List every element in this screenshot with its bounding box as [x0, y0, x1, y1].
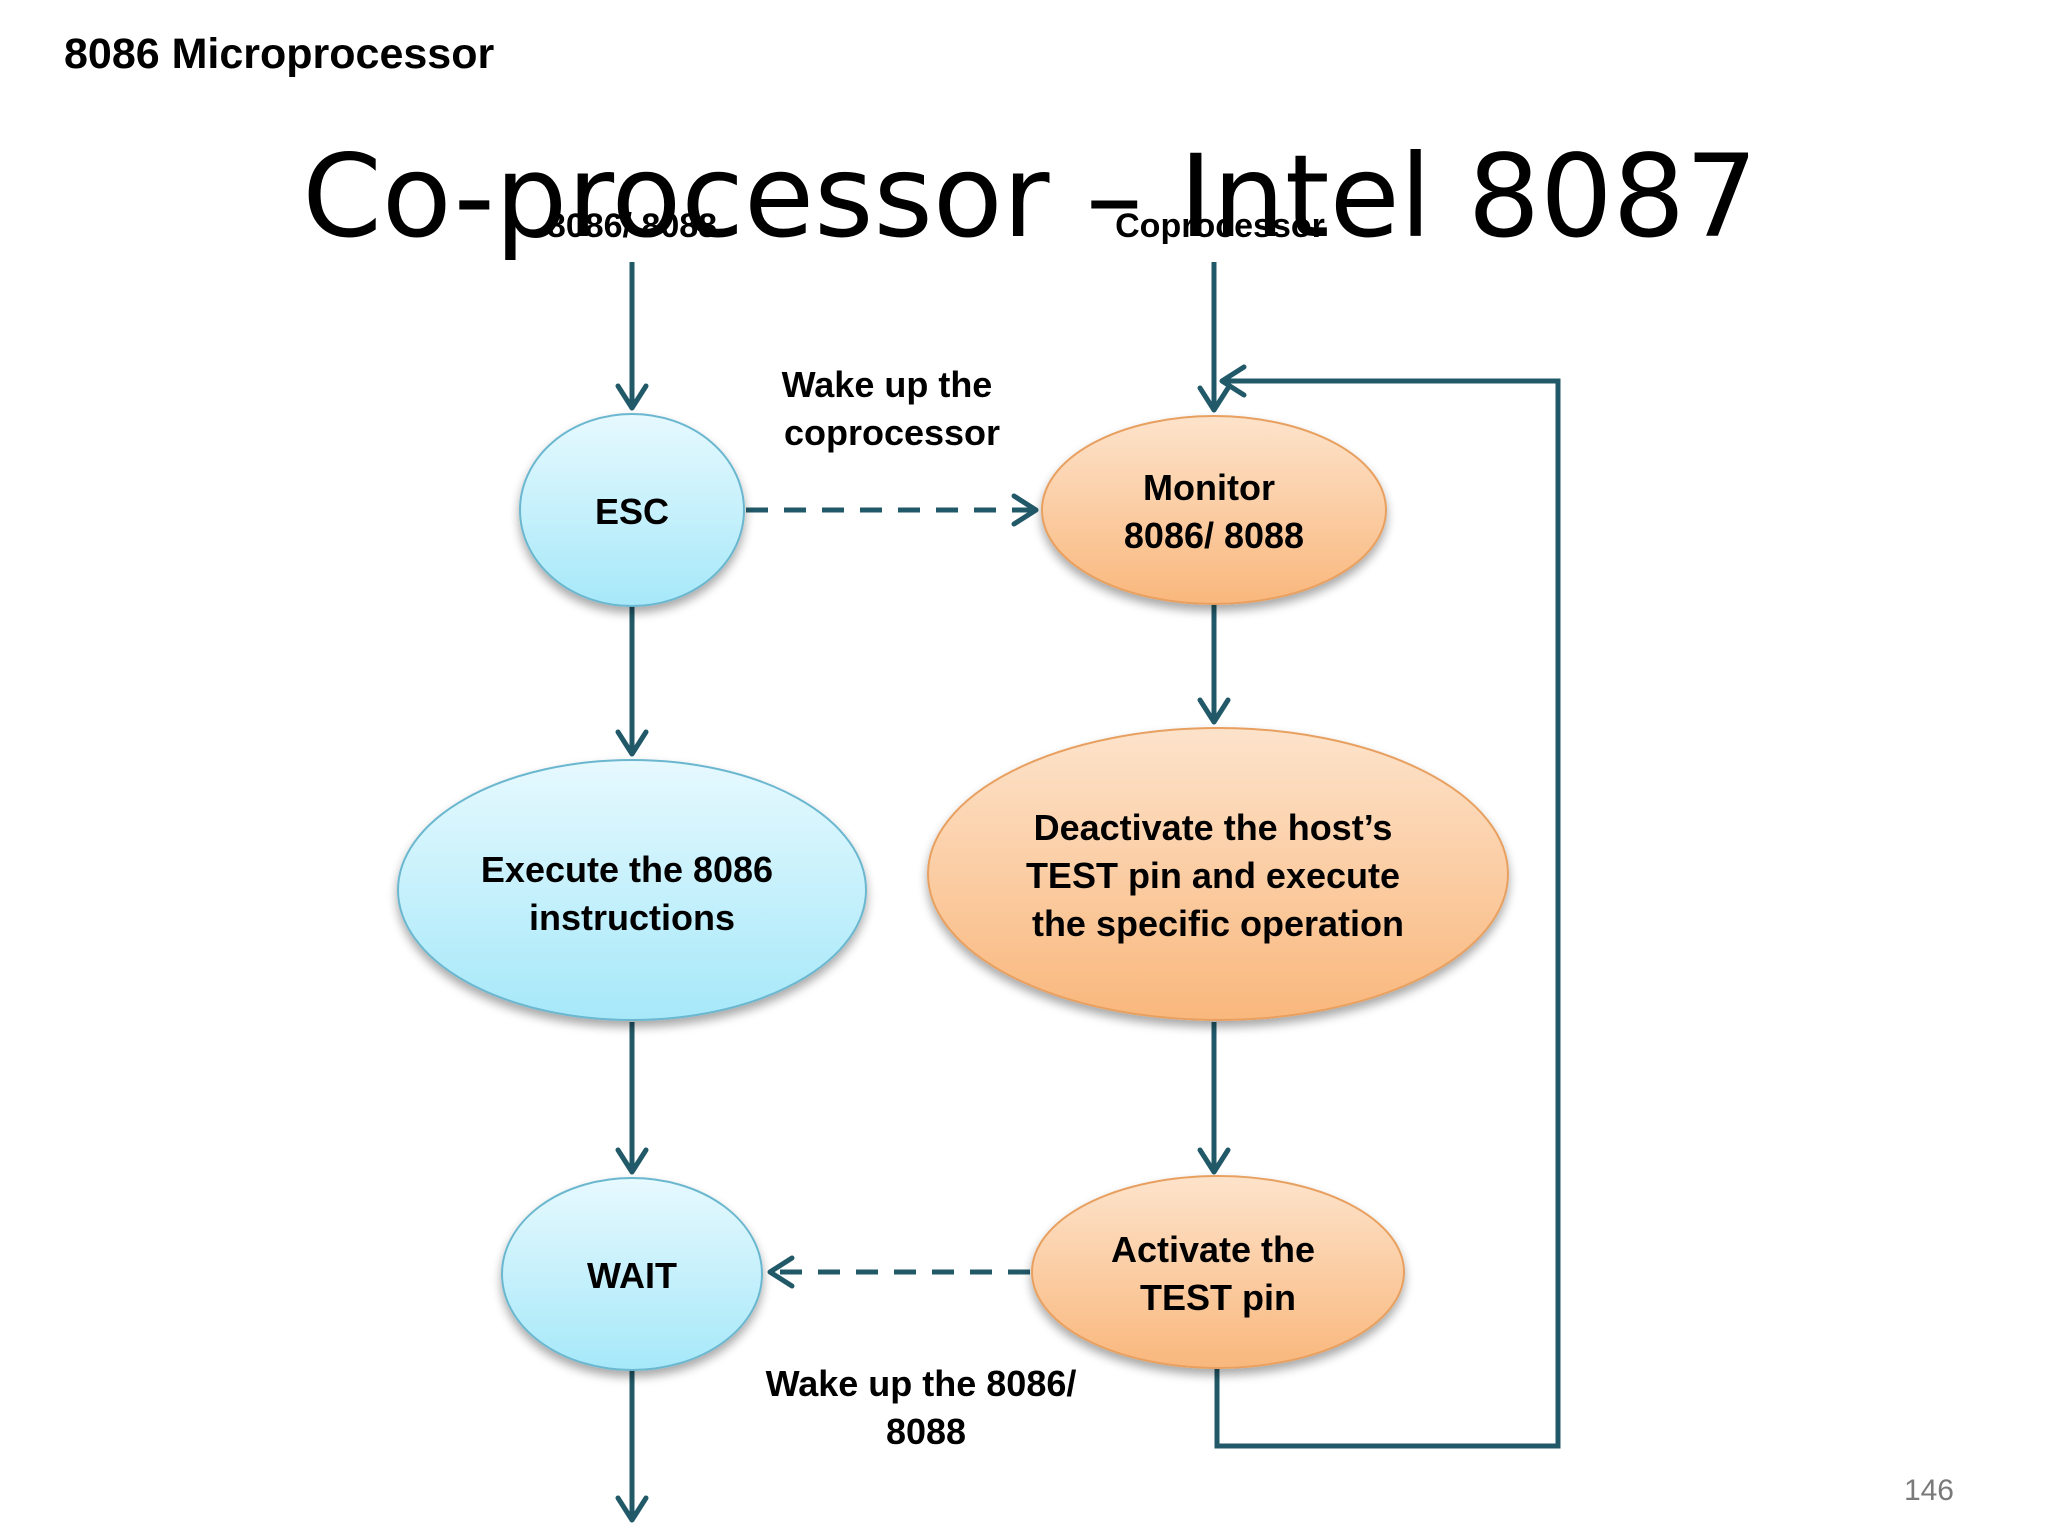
- coprocessor-flow-lines: [1197, 262, 1561, 1449]
- deactivate-to-activate-arrowhead: [1197, 1147, 1231, 1175]
- node-deactivate-label: Deactivate the host’s TEST pin and execu…: [1026, 807, 1410, 944]
- esc-to-monitor-arrowhead: [1011, 493, 1039, 527]
- activate-to-wait-arrowhead: [767, 1255, 795, 1289]
- edge-label-wake-host: Wake up the 8086/ 8088: [766, 1363, 1087, 1452]
- node-execute: [397, 759, 867, 1021]
- node-deactivate: [927, 727, 1509, 1021]
- host-exit-arrowhead: [615, 1495, 649, 1523]
- edge-label-wake-coprocessor: Wake up the coprocessor: [782, 364, 1003, 453]
- cross-links: [746, 493, 1039, 1289]
- coprocessor-entry-arrowhead: [1197, 385, 1231, 413]
- column-label-coprocessor: Coprocessor: [1115, 207, 1325, 245]
- node-esc-label: ESC: [595, 491, 669, 532]
- node-wait: [501, 1177, 763, 1371]
- node-monitor-label: Monitor 8086/ 8088: [1124, 467, 1304, 556]
- node-monitor: [1041, 415, 1387, 605]
- execute-to-wait-arrowhead: [615, 1147, 649, 1175]
- node-esc: [519, 413, 745, 607]
- host-flow-lines: [615, 262, 649, 1523]
- course-header: 8086 Microprocessor: [64, 30, 494, 78]
- loop-back-line: [1214, 378, 1561, 1449]
- node-activate-label: Activate the TEST pin: [1111, 1229, 1325, 1318]
- node-execute-label: Execute the 8086 instructions: [481, 849, 783, 938]
- page-number: 146: [1904, 1474, 1954, 1507]
- node-activate: [1031, 1175, 1405, 1369]
- esc-to-execute-arrowhead: [615, 729, 649, 757]
- column-label-host: 8086/ 8088: [547, 207, 717, 245]
- slide-title: Co-processor – Intel 8087: [302, 130, 1758, 263]
- host-entry-arrowhead: [615, 383, 649, 411]
- monitor-to-deactivate-arrowhead: [1197, 697, 1231, 725]
- loop-back-arrowhead: [1219, 364, 1247, 398]
- node-wait-label: WAIT: [587, 1255, 677, 1296]
